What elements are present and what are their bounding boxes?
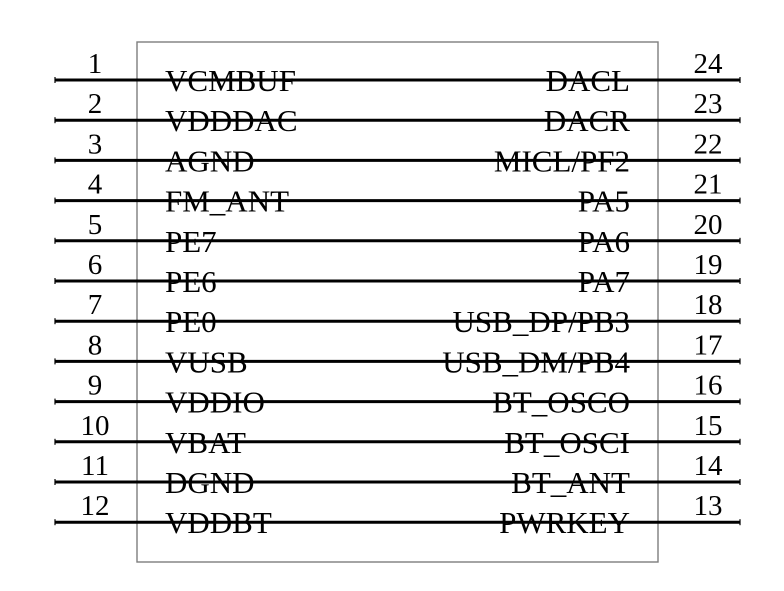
pin-name-label: DACR [544, 103, 630, 138]
pin-number: 6 [88, 249, 103, 281]
pin-name-label: PA7 [578, 264, 630, 299]
pin-number: 4 [88, 169, 103, 201]
pin-number: 2 [88, 88, 103, 120]
ic-body-outline [136, 41, 659, 563]
pin-number: 13 [694, 490, 723, 522]
pin-number: 8 [88, 329, 103, 361]
pin-name-label: BT_ANT [511, 465, 630, 500]
right-pin-group: 24DACL23DACR22MICL/PF221PA520PA619PA718U… [137, 48, 741, 540]
right-pin: 17 USB_DM/PB4 [137, 329, 741, 379]
pin-number: 1 [88, 48, 103, 80]
right-pin: 14 BT_ANT [137, 450, 741, 500]
right-pin: 23 DACR [137, 88, 741, 138]
pin-number: 10 [81, 410, 110, 442]
right-pin: 20 PA6 [137, 209, 741, 259]
pin-number: 20 [694, 209, 723, 241]
right-pin: 18 USB_DP/PB3 [137, 289, 741, 339]
pin-number: 7 [88, 289, 103, 321]
pin-number: 15 [694, 410, 723, 442]
right-pin: 16 BT_OSCO [137, 370, 741, 420]
pin-number: 3 [88, 128, 103, 160]
pin-number: 12 [81, 490, 110, 522]
pin-name-label: USB_DM/PB4 [442, 344, 630, 379]
pin-number: 21 [694, 169, 723, 201]
right-pin: 19 PA7 [137, 249, 741, 299]
pin-number: 16 [694, 370, 723, 402]
pin-name-label: USB_DP/PB3 [453, 304, 630, 339]
right-pin: 21 PA5 [137, 169, 741, 219]
right-pin: 24 DACL [137, 48, 741, 98]
pin-name-label: MICL/PF2 [494, 143, 630, 178]
pin-number: 11 [81, 450, 109, 482]
right-pin: 15 BT_OSCI [137, 410, 741, 460]
right-pin: 22 MICL/PF2 [137, 128, 741, 178]
pin-name-label: DACL [546, 63, 630, 98]
pin-number: 14 [694, 450, 724, 482]
pin-number: 24 [694, 48, 724, 80]
pin-name-label: BT_OSCO [492, 385, 630, 420]
pin-name-label: BT_OSCI [504, 425, 630, 460]
pin-number: 18 [694, 289, 723, 321]
pin-name-label: PWRKEY [499, 505, 630, 540]
pin-number: 5 [88, 209, 103, 241]
right-pin: 13 PWRKEY [137, 490, 741, 540]
pin-number: 17 [694, 329, 723, 361]
pin-number: 22 [694, 128, 723, 160]
pin-name-label: PA6 [578, 224, 630, 259]
pin-number: 19 [694, 249, 723, 281]
pin-number: 23 [694, 88, 723, 120]
pin-name-label: PA5 [578, 184, 630, 219]
pin-number: 9 [88, 370, 103, 402]
